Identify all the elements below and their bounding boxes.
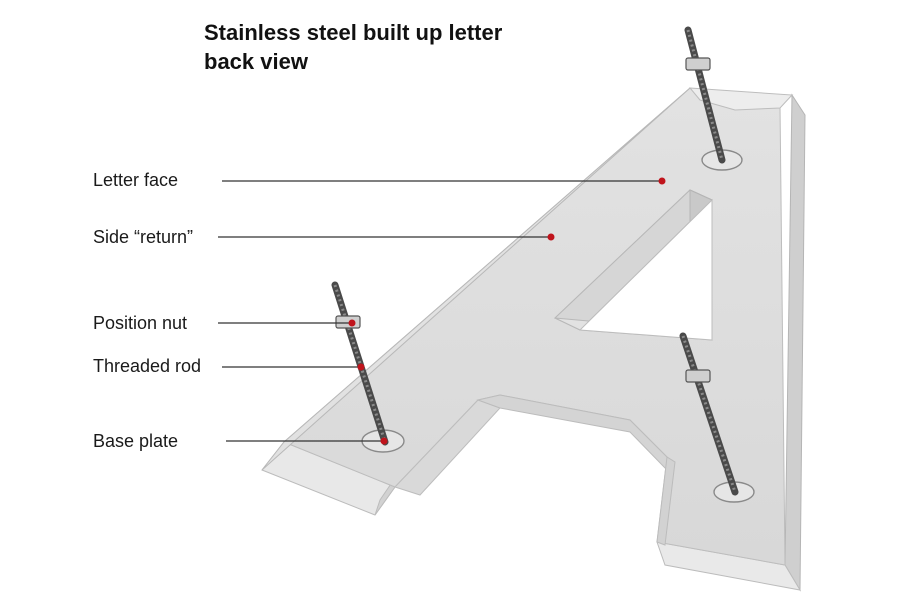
threaded-rod-top [684, 26, 726, 164]
label-side-return: Side “return” [93, 227, 194, 247]
label-base-plate: Base plate [93, 431, 179, 451]
counter-opening [553, 189, 713, 341]
marker-threaded-rod [357, 363, 365, 371]
threaded-rod-right [679, 332, 739, 496]
marker-dots [348, 177, 666, 445]
crossbar-return [476, 394, 676, 546]
threaded-rods [331, 26, 739, 496]
left-outer-return [261, 87, 794, 471]
leader-lines [218, 180, 662, 442]
title-line-1: Stainless steel built up letter [204, 20, 503, 45]
label-threaded-rod: Threaded rod [93, 356, 202, 376]
position-nut-left [335, 315, 361, 329]
marker-letter-face [658, 177, 666, 185]
diagram-title: Stainless steel built up letter back vie… [204, 18, 604, 76]
position-nut-right [685, 369, 711, 383]
marker-position-nut [348, 319, 356, 327]
marker-base-plate [380, 437, 388, 445]
label-position-nut: Position nut [93, 313, 188, 333]
marker-side-return [547, 233, 555, 241]
label-letter-face: Letter face [93, 170, 179, 190]
title-line-2: back view [204, 49, 308, 74]
position-nut-top [685, 57, 711, 71]
outer-right-return [784, 93, 806, 592]
